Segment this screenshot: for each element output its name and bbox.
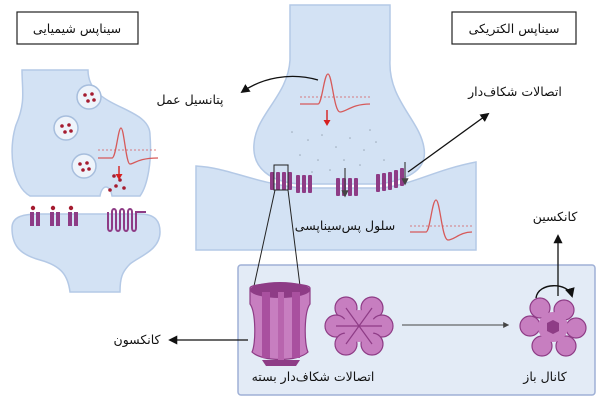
electrical-synapse-title-box xyxy=(451,11,577,45)
receptor xyxy=(50,205,60,226)
receptor xyxy=(30,205,40,226)
vesicle xyxy=(71,153,97,179)
gap-junctions-arrow xyxy=(407,112,490,173)
chemical-presynaptic-terminal xyxy=(11,69,152,197)
chemical-synapse-title-box xyxy=(16,11,139,45)
gap-junctions-label: اتصالات شکاف‌دار xyxy=(467,84,562,100)
zoom-line-left xyxy=(253,189,276,287)
detail-panel xyxy=(237,264,596,396)
vesicle xyxy=(53,115,79,141)
connexon-side-view xyxy=(249,282,311,366)
open-channel-label: کانال باز xyxy=(522,369,566,385)
serpentine-receptor xyxy=(107,208,146,232)
connexon-label: کانکسون xyxy=(114,332,161,348)
electrical-synapse-illustration xyxy=(195,4,477,251)
closed-gap-junction-label: اتصالات شکاف‌دار بسته xyxy=(252,369,375,385)
open-channel-top-view xyxy=(519,285,587,357)
receptor xyxy=(68,205,78,226)
electrical-presynaptic-terminal xyxy=(253,4,426,185)
chemical-synapse-illustration xyxy=(11,69,161,293)
neurotransmitter-receptors xyxy=(30,205,146,232)
zoom-line-right xyxy=(287,189,301,287)
synaptic-vesicles xyxy=(53,84,126,192)
chemical-action-potential-trace xyxy=(98,127,159,180)
chemical-postsynaptic-cell xyxy=(11,213,161,293)
electrical-action-potential-trace xyxy=(300,73,371,126)
rotation-arrow xyxy=(535,285,575,299)
postsynaptic-action-potential-trace xyxy=(410,199,473,241)
action-potential-label: پتانسیل عمل xyxy=(156,92,224,107)
action-potential-arrow xyxy=(240,75,319,94)
ion-dots xyxy=(287,129,385,173)
chemical-synapse-title: سیناپس شیمیایی xyxy=(33,21,121,37)
zoom-selection-box xyxy=(273,164,289,191)
postsynaptic-cell-label: سلول پس‌سیناپسی xyxy=(295,218,395,234)
ion-flow-arrows xyxy=(341,162,409,198)
gap-junction-channels xyxy=(270,168,404,196)
electrical-synapse-title: سیناپس الکتریکی xyxy=(469,21,560,37)
connexin-label: کانکسین xyxy=(533,209,578,225)
vesicle xyxy=(76,84,102,110)
closed-gap-junction-top-view xyxy=(324,296,394,356)
